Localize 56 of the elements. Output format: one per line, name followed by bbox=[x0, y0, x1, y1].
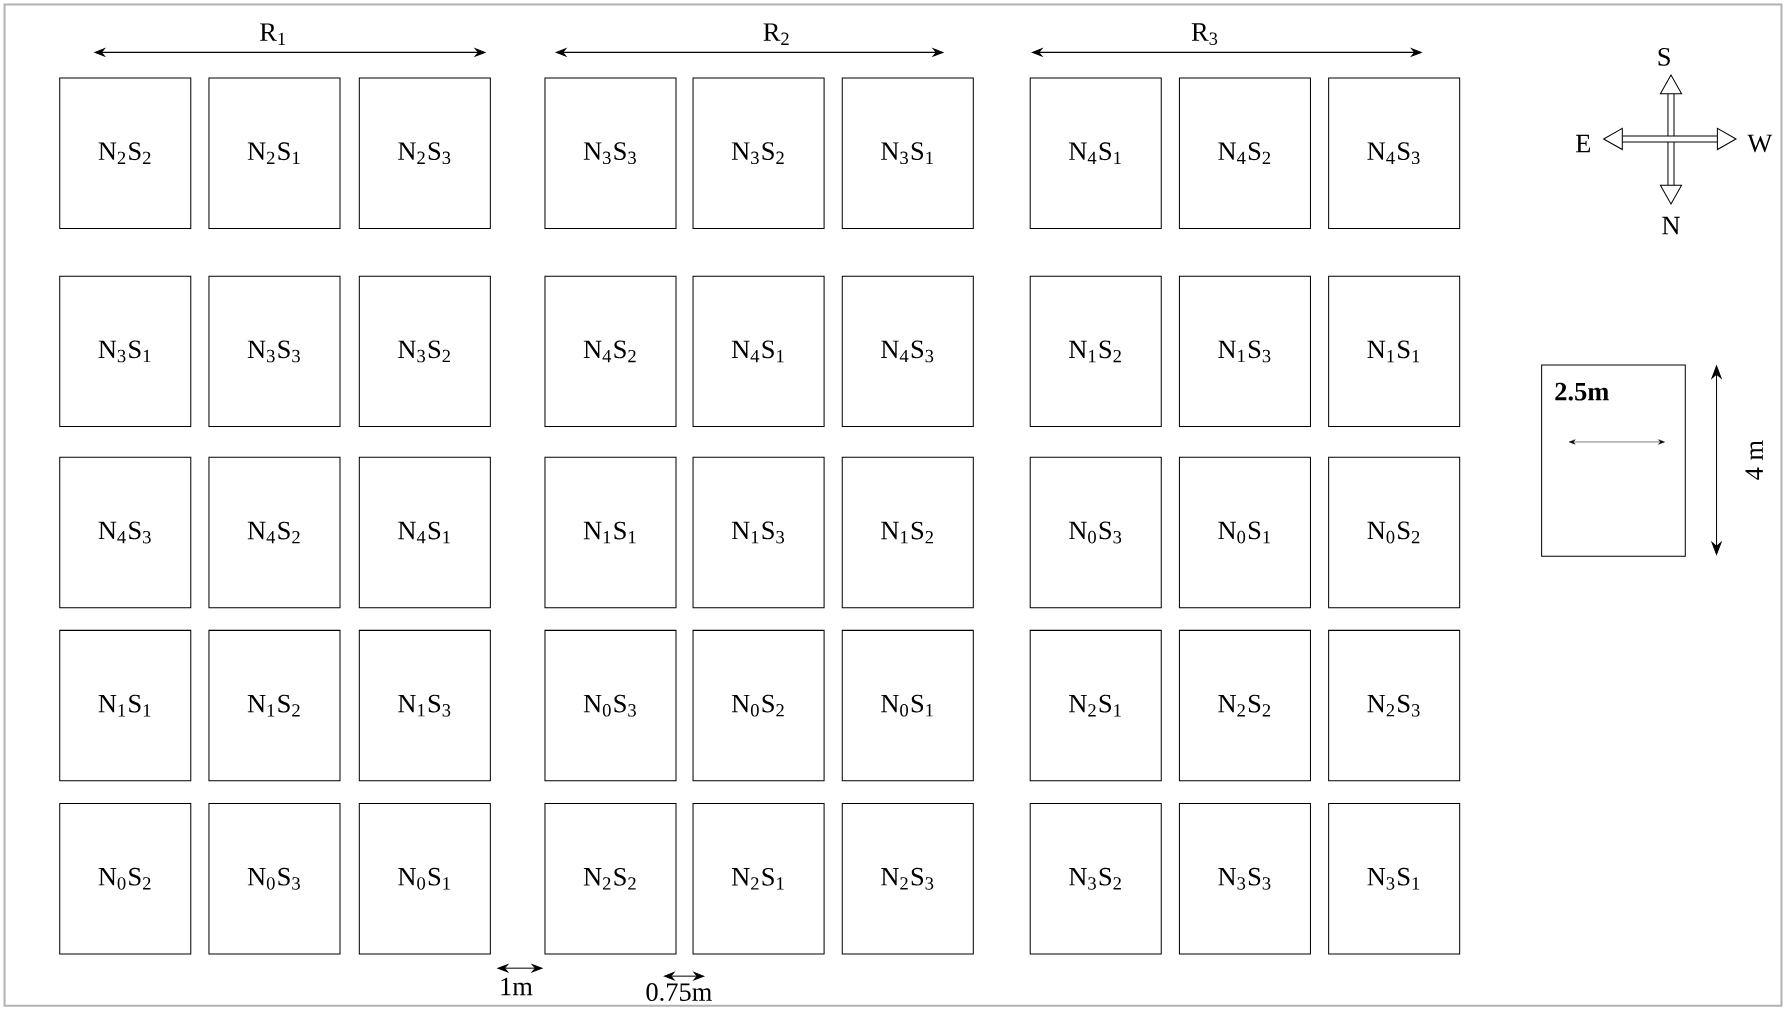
plot-box: N$_{1}$S$_{2}$ bbox=[208, 629, 341, 782]
dimension-label: 1m bbox=[501, 977, 533, 995]
dimension-label: E bbox=[1575, 134, 1590, 152]
plot-box: N$_{4}$S$_{1}$ bbox=[1029, 77, 1162, 229]
plot-box: N$_{0}$S$_{3}$ bbox=[1029, 456, 1162, 609]
plot-box: N$_{1}$S$_{1}$ bbox=[59, 629, 192, 782]
plot-box: N$_{4}$S$_{3}$ bbox=[59, 456, 192, 609]
plot-box: N$_{3}$S$_{1}$ bbox=[59, 275, 192, 427]
plot-box: N$_{0}$S$_{1}$ bbox=[358, 802, 491, 955]
sample-plot-box: 2.5m bbox=[1541, 364, 1686, 557]
plot-box: N$_{0}$S$_{1}$ bbox=[1178, 456, 1311, 609]
plot-box: N$_{0}$S$_{3}$ bbox=[544, 629, 677, 782]
plot-box: N$_{3}$S$_{3}$ bbox=[208, 275, 341, 427]
plot-box: N$_{0}$S$_{2}$ bbox=[1328, 456, 1461, 609]
plot-box: N$_{0}$S$_{3}$ bbox=[208, 802, 341, 955]
dimension-label: 4 m bbox=[1745, 440, 1763, 480]
plot-box: N$_{4}$S$_{3}$ bbox=[841, 275, 974, 427]
plot-box: N$_{2}$S$_{1}$ bbox=[692, 802, 825, 955]
plot-box: N$_{4}$S$_{3}$ bbox=[1328, 77, 1461, 229]
plot-box: N$_{4}$S$_{2}$ bbox=[1178, 77, 1311, 229]
plot-box: N$_{2}$S$_{2}$ bbox=[544, 802, 677, 955]
plot-box: N$_{1}$S$_{2}$ bbox=[1029, 275, 1162, 427]
dimension-label: R$_{1}$ bbox=[260, 23, 286, 45]
plot-box: N$_{2}$S$_{3}$ bbox=[358, 77, 491, 229]
plot-box: N$_{0}$S$_{2}$ bbox=[59, 802, 192, 955]
plot-box: N$_{3}$S$_{2}$ bbox=[1029, 802, 1162, 955]
dimension-label: N bbox=[1662, 216, 1680, 234]
plot-box: N$_{1}$S$_{3}$ bbox=[358, 629, 491, 782]
dimension-label: 0.75m bbox=[646, 982, 712, 1001]
plot-box: N$_{2}$S$_{2}$ bbox=[1178, 629, 1311, 782]
plot-box: N$_{3}$S$_{3}$ bbox=[1178, 802, 1311, 955]
plot-box: N$_{4}$S$_{2}$ bbox=[208, 456, 341, 609]
plot-box: N$_{1}$S$_{3}$ bbox=[692, 456, 825, 609]
plot-box: N$_{1}$S$_{3}$ bbox=[1178, 275, 1311, 427]
dimension-label: R$_{3}$ bbox=[1191, 23, 1218, 45]
plot-box: N$_{4}$S$_{1}$ bbox=[692, 275, 825, 427]
plot-box: N$_{1}$S$_{2}$ bbox=[841, 456, 974, 609]
plot-box: N$_{3}$S$_{1}$ bbox=[1328, 802, 1461, 955]
plot-box: N$_{4}$S$_{2}$ bbox=[544, 275, 677, 427]
plot-box: N$_{0}$S$_{1}$ bbox=[841, 629, 974, 782]
plot-box: N$_{2}$S$_{2}$ bbox=[59, 77, 192, 229]
plot-box: N$_{1}$S$_{1}$ bbox=[1328, 275, 1461, 427]
plot-box: N$_{2}$S$_{3}$ bbox=[1328, 629, 1461, 782]
plot-box: N$_{2}$S$_{1}$ bbox=[1029, 629, 1162, 782]
plot-box: N$_{1}$S$_{1}$ bbox=[544, 456, 677, 609]
plot-box: N$_{2}$S$_{1}$ bbox=[208, 77, 341, 229]
dimension-label: S bbox=[1658, 47, 1670, 66]
dimension-label: R$_{2}$ bbox=[763, 23, 789, 45]
plot-box: N$_{0}$S$_{2}$ bbox=[692, 629, 825, 782]
plot-box: N$_{3}$S$_{2}$ bbox=[358, 275, 491, 427]
plot-box: N$_{3}$S$_{1}$ bbox=[841, 77, 974, 229]
plot-box: N$_{4}$S$_{1}$ bbox=[358, 456, 491, 609]
plot-box: N$_{3}$S$_{3}$ bbox=[544, 77, 677, 229]
plot-box: N$_{2}$S$_{3}$ bbox=[841, 802, 974, 955]
dimension-label: W bbox=[1747, 134, 1773, 153]
plot-box: N$_{3}$S$_{2}$ bbox=[692, 77, 825, 229]
